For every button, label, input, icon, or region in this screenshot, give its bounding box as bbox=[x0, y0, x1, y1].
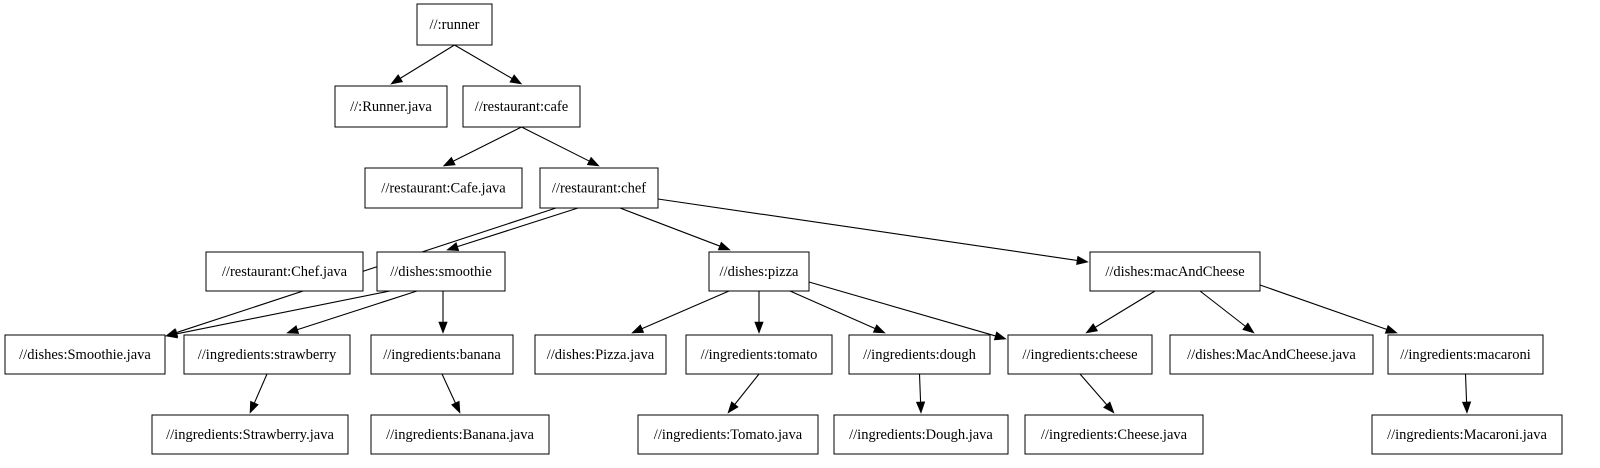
node-box-tomato_java[interactable] bbox=[637, 414, 819, 455]
node-box-cheese_java[interactable] bbox=[1024, 414, 1204, 455]
node-label-restaurant_cafe: //restaurant:cafe bbox=[475, 99, 568, 115]
graph-edge bbox=[165, 290, 391, 339]
node-box-macncheese_java[interactable] bbox=[1169, 334, 1374, 375]
graph-node[interactable]: //ingredients:strawberry bbox=[183, 334, 351, 375]
node-box-strawberry_java[interactable] bbox=[151, 414, 349, 455]
graph-node[interactable]: //ingredients:Dough.java bbox=[833, 414, 1009, 455]
node-box-runner[interactable] bbox=[416, 3, 493, 46]
graph-node[interactable]: //dishes:Pizza.java bbox=[534, 334, 667, 375]
graph-node[interactable]: //ingredients:tomato bbox=[685, 334, 833, 375]
node-label-dough_java: //ingredients:Dough.java bbox=[849, 427, 993, 443]
graph-edge bbox=[390, 44, 455, 85]
graph-node[interactable]: //dishes:MacAndCheese.java bbox=[1169, 334, 1374, 375]
graph-node[interactable]: //ingredients:Cheese.java bbox=[1024, 414, 1204, 455]
graph-node[interactable]: //restaurant:Chef.java bbox=[205, 251, 364, 292]
graph-edge bbox=[754, 291, 764, 334]
node-label-restaurant_chef: //restaurant:chef bbox=[552, 180, 646, 196]
graph-node[interactable]: //:Runner.java bbox=[334, 85, 448, 128]
node-box-macaroni_java[interactable] bbox=[1371, 414, 1563, 455]
node-label-ing_cheese: //ingredients:cheese bbox=[1022, 347, 1137, 363]
graph-edge bbox=[727, 373, 760, 414]
graph-edge bbox=[1079, 373, 1115, 414]
node-label-macaroni_java: //ingredients:Macaroni.java bbox=[1387, 427, 1547, 443]
graph-edge bbox=[808, 281, 1007, 341]
nodes-layer: //:runner //:Runner.java //restaurant:cafe… bbox=[4, 3, 1563, 455]
node-label-smoothie_java: //dishes:Smoothie.java bbox=[19, 347, 151, 363]
graph-edge bbox=[1199, 290, 1255, 334]
graph-node[interactable]: //dishes:Smoothie.java bbox=[4, 334, 166, 375]
graph-node[interactable]: //ingredients:cheese bbox=[1007, 334, 1153, 375]
node-box-banana_java[interactable] bbox=[370, 414, 550, 455]
graph-node[interactable]: //dishes:smoothie bbox=[376, 251, 506, 292]
node-label-tomato_java: //ingredients:Tomato.java bbox=[654, 427, 803, 443]
graph-edge bbox=[631, 290, 730, 334]
node-box-ing_banana[interactable] bbox=[370, 334, 514, 375]
node-box-dishes_macncheese[interactable] bbox=[1089, 251, 1261, 292]
node-label-cheese_java: //ingredients:Cheese.java bbox=[1041, 427, 1188, 443]
node-box-ing_macaroni[interactable] bbox=[1387, 334, 1544, 375]
graph-node[interactable]: //restaurant:chef bbox=[539, 167, 659, 209]
node-label-dishes_smoothie: //dishes:smoothie bbox=[390, 264, 492, 280]
graph-edge bbox=[446, 207, 579, 251]
node-box-restaurant_chef[interactable] bbox=[539, 167, 659, 209]
graph-node[interactable]: //ingredients:Macaroni.java bbox=[1371, 414, 1563, 455]
graph-node[interactable]: //ingredients:banana bbox=[370, 334, 514, 375]
graph-node[interactable]: //ingredients:Strawberry.java bbox=[151, 414, 349, 455]
node-label-dishes_pizza: //dishes:pizza bbox=[720, 264, 799, 280]
node-label-macncheese_java: //dishes:MacAndCheese.java bbox=[1187, 347, 1356, 363]
graph-edge bbox=[619, 207, 731, 251]
node-label-banana_java: //ingredients:Banana.java bbox=[386, 427, 534, 443]
node-label-cafe_java: //restaurant:Cafe.java bbox=[381, 180, 506, 196]
node-label-chef_java: //restaurant:Chef.java bbox=[222, 264, 348, 280]
node-box-ing_dough[interactable] bbox=[848, 334, 991, 375]
node-label-runner_java: //:Runner.java bbox=[350, 99, 432, 115]
graph-edge bbox=[657, 198, 1089, 265]
graph-node[interactable]: //dishes:macAndCheese bbox=[1089, 251, 1261, 292]
graph-edge bbox=[915, 373, 926, 414]
node-box-chef_java[interactable] bbox=[205, 251, 364, 292]
node-label-pizza_java: //dishes:Pizza.java bbox=[547, 347, 655, 363]
node-box-ing_tomato[interactable] bbox=[685, 334, 833, 375]
node-box-cafe_java[interactable] bbox=[364, 167, 523, 209]
graph-node[interactable]: //ingredients:dough bbox=[848, 334, 991, 375]
graph-node[interactable]: //ingredients:Tomato.java bbox=[637, 414, 819, 455]
graph-edge bbox=[286, 290, 418, 334]
node-label-ing_macaroni: //ingredients:macaroni bbox=[1400, 347, 1530, 363]
node-box-smoothie_java[interactable] bbox=[4, 334, 166, 375]
graph-edge bbox=[249, 373, 268, 414]
node-label-ing_banana: //ingredients:banana bbox=[383, 347, 501, 363]
graph-edge bbox=[438, 291, 448, 334]
node-box-dough_java[interactable] bbox=[833, 414, 1009, 455]
node-box-pizza_java[interactable] bbox=[534, 334, 667, 375]
graph-edge bbox=[1259, 284, 1398, 334]
node-box-restaurant_cafe[interactable] bbox=[462, 85, 581, 128]
graph-edge bbox=[521, 126, 600, 167]
graph-edge bbox=[454, 44, 523, 85]
graph-node[interactable]: //ingredients:Banana.java bbox=[370, 414, 550, 455]
graph-edge bbox=[442, 126, 522, 167]
node-label-strawberry_java: //ingredients:Strawberry.java bbox=[166, 427, 334, 443]
node-label-runner: //:runner bbox=[430, 17, 480, 33]
node-box-runner_java[interactable] bbox=[334, 85, 448, 128]
graph-edge bbox=[441, 373, 461, 414]
node-box-ing_strawberry[interactable] bbox=[183, 334, 351, 375]
graph-node[interactable]: //restaurant:Cafe.java bbox=[364, 167, 523, 209]
node-label-ing_strawberry: //ingredients:strawberry bbox=[198, 347, 337, 363]
graph-node[interactable]: //:runner bbox=[416, 3, 493, 46]
graph-node[interactable]: //restaurant:cafe bbox=[462, 85, 581, 128]
edges-layer bbox=[165, 44, 1472, 414]
graph-edge bbox=[1461, 373, 1472, 414]
node-label-ing_dough: //ingredients:dough bbox=[863, 347, 977, 363]
graph-node[interactable]: //dishes:pizza bbox=[708, 251, 810, 292]
node-box-dishes_smoothie[interactable] bbox=[376, 251, 506, 292]
node-label-dishes_macncheese: //dishes:macAndCheese bbox=[1105, 264, 1244, 280]
node-box-dishes_pizza[interactable] bbox=[708, 251, 810, 292]
graph-node[interactable]: //ingredients:macaroni bbox=[1387, 334, 1544, 375]
graph-edge bbox=[789, 290, 886, 334]
node-box-ing_cheese[interactable] bbox=[1007, 334, 1153, 375]
node-label-ing_tomato: //ingredients:tomato bbox=[701, 347, 818, 363]
graph-edge bbox=[1085, 290, 1156, 334]
